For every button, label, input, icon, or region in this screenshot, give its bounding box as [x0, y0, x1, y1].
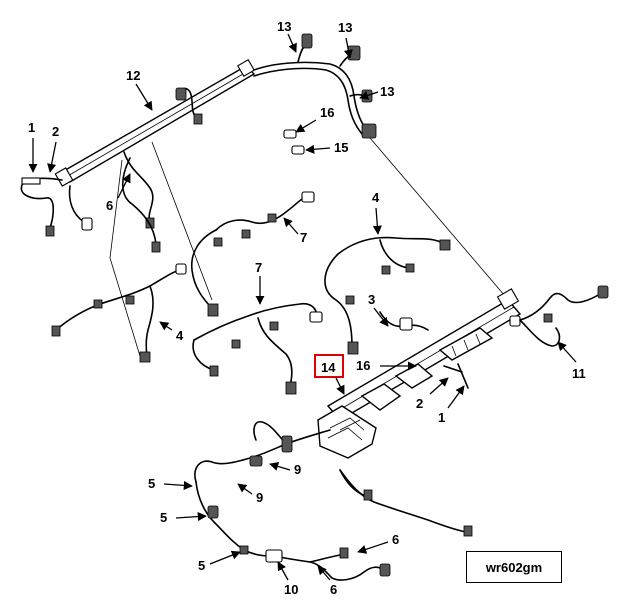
lower-harness: [194, 420, 473, 581]
figure-id-label: wr602gm: [466, 551, 562, 583]
callout-13: 13: [338, 20, 352, 35]
callout-16: 16: [320, 105, 334, 120]
mid-harness-4a: [51, 263, 187, 363]
callout-7: 7: [255, 260, 262, 275]
callout-16: 16: [356, 358, 370, 373]
top-connectors: [283, 33, 373, 155]
callout-7: 7: [300, 230, 307, 245]
callout-1: 1: [438, 410, 445, 425]
callout-15: 15: [334, 140, 348, 155]
callout-13: 13: [277, 19, 291, 34]
callout-2: 2: [416, 396, 423, 411]
mid-harness-7b: [192, 302, 323, 395]
callout-5: 5: [160, 510, 167, 525]
callout-6: 6: [392, 532, 399, 547]
callout-2: 2: [52, 124, 59, 139]
callout-6: 6: [106, 198, 113, 213]
callout-3: 3: [368, 292, 375, 307]
callout-4: 4: [176, 328, 184, 343]
mid-harness-7a: [191, 191, 315, 317]
highlight-box-14: [314, 354, 344, 378]
callout-5: 5: [198, 558, 205, 573]
callout-6: 6: [330, 582, 337, 597]
callout-9: 9: [256, 490, 263, 505]
callout-leaders: [28, 33, 577, 581]
upper-fuel-rail: [54, 59, 506, 357]
callout-9: 9: [294, 462, 301, 477]
lower-fuel-rail: [317, 288, 522, 459]
callout-10: 10: [284, 582, 298, 597]
callout-12: 12: [126, 68, 140, 83]
callout-13: 13: [380, 84, 394, 99]
callout-4: 4: [372, 190, 380, 205]
callout-labels: 1 2 12 13 13 13 16 15 6 4 7 7 4 3 14 16 …: [28, 19, 586, 597]
mid-harness-4b: [324, 236, 451, 355]
callout-11: 11: [572, 366, 586, 381]
callout-5: 5: [148, 476, 155, 491]
callout-1: 1: [28, 120, 35, 135]
right-harness: [519, 285, 609, 347]
callout-14: 14: [321, 360, 336, 375]
